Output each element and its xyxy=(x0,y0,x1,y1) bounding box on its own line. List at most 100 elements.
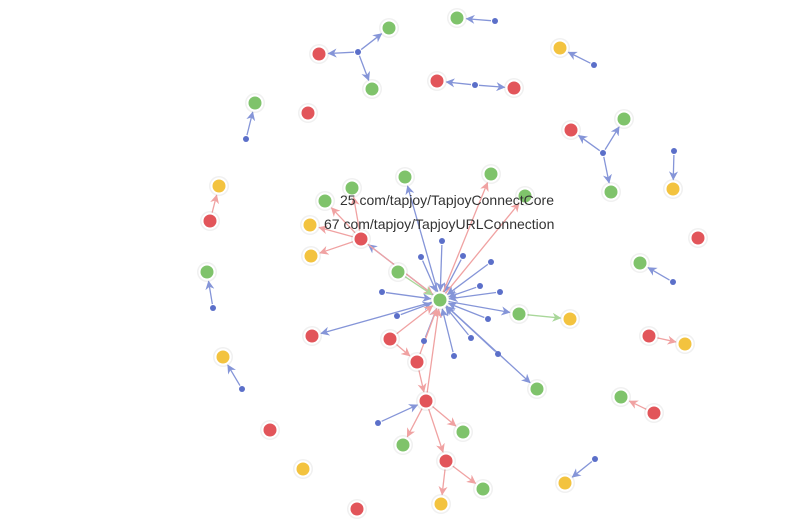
graph-node[interactable] xyxy=(482,165,500,183)
graph-node-small[interactable] xyxy=(477,283,483,289)
graph-node-small[interactable] xyxy=(592,456,598,462)
graph-edge xyxy=(246,111,256,136)
graph-node-small[interactable] xyxy=(495,351,501,357)
graph-node-small[interactable] xyxy=(670,279,676,285)
graph-node-small[interactable] xyxy=(210,305,216,311)
graph-node-small[interactable] xyxy=(485,316,491,322)
graph-node-hub[interactable] xyxy=(431,291,449,309)
graph-node[interactable] xyxy=(551,39,569,57)
graph-node-small[interactable] xyxy=(439,238,445,244)
graph-node-small[interactable] xyxy=(492,18,498,24)
graph-node[interactable] xyxy=(316,192,334,210)
graph-node[interactable] xyxy=(294,460,312,478)
graph-node[interactable] xyxy=(348,500,366,518)
graph-node-small[interactable] xyxy=(468,335,474,341)
graph-node-small[interactable] xyxy=(421,338,427,344)
graph-node-small[interactable] xyxy=(600,150,606,156)
graph-edge xyxy=(318,225,353,238)
graph-node[interactable] xyxy=(602,183,620,201)
graph-node[interactable] xyxy=(615,110,633,128)
graph-node[interactable] xyxy=(516,187,534,205)
graph-edge xyxy=(567,51,591,64)
graph-edge xyxy=(432,405,457,427)
graph-node[interactable] xyxy=(303,327,321,345)
graph-node[interactable] xyxy=(640,327,658,345)
graph-node[interactable] xyxy=(363,80,381,98)
graph-node[interactable] xyxy=(198,263,216,281)
node-label-tapjoy-connect-core: 25 com/tapjoy/TapjoyConnectCore xyxy=(340,192,554,208)
graph-node[interactable] xyxy=(302,247,320,265)
graph-node[interactable] xyxy=(689,229,707,247)
graph-edge xyxy=(657,335,677,345)
graph-edge xyxy=(465,14,492,24)
graph-edge xyxy=(446,263,489,295)
graph-edge xyxy=(404,276,433,296)
graph-edge xyxy=(360,33,383,51)
graph-node-small[interactable] xyxy=(394,313,400,319)
graph-node[interactable] xyxy=(428,72,446,90)
graph-node[interactable] xyxy=(556,474,574,492)
graph-node[interactable] xyxy=(246,94,264,112)
graph-edge xyxy=(205,280,215,305)
graph-node-small[interactable] xyxy=(472,82,478,88)
graph-node-small[interactable] xyxy=(375,420,381,426)
graph-node[interactable] xyxy=(432,495,450,513)
graph-node[interactable] xyxy=(612,388,630,406)
graph-edge xyxy=(210,194,220,213)
labels-layer: 25 com/tapjoy/TapjoyConnectCore 67 com/t… xyxy=(324,192,554,232)
graph-node[interactable] xyxy=(562,121,580,139)
graph-node[interactable] xyxy=(301,216,319,234)
graph-node[interactable] xyxy=(454,423,472,441)
graph-node-small[interactable] xyxy=(239,386,245,392)
graph-node[interactable] xyxy=(210,177,228,195)
graph-node[interactable] xyxy=(201,212,219,230)
graph-node[interactable] xyxy=(381,330,399,348)
graph-node-small[interactable] xyxy=(591,62,597,68)
graph-edge xyxy=(428,408,445,453)
graph-node[interactable] xyxy=(631,254,649,272)
graph-node[interactable] xyxy=(394,436,412,454)
graph-node[interactable] xyxy=(561,310,579,328)
graph-node-small[interactable] xyxy=(488,259,494,265)
graph-node[interactable] xyxy=(214,348,232,366)
graph-edge xyxy=(647,267,670,281)
graph-node-small[interactable] xyxy=(671,148,677,154)
graph-edge xyxy=(478,82,506,92)
graph-edge xyxy=(319,241,354,255)
graph-node[interactable] xyxy=(396,168,414,186)
nodes-layer xyxy=(197,8,708,519)
graph-node-small[interactable] xyxy=(379,289,385,295)
graph-node[interactable] xyxy=(448,9,466,27)
graph-node[interactable] xyxy=(505,79,523,97)
graph-node-small[interactable] xyxy=(497,289,503,295)
graph-node-small[interactable] xyxy=(355,49,361,55)
graph-node[interactable] xyxy=(343,179,361,197)
graph-node[interactable] xyxy=(299,104,317,122)
graph-node[interactable] xyxy=(528,380,546,398)
graph-node[interactable] xyxy=(474,480,492,498)
graph-node-small[interactable] xyxy=(451,353,457,359)
graph-edge xyxy=(385,291,432,303)
graph-node-small[interactable] xyxy=(460,253,466,259)
graph-node[interactable] xyxy=(664,180,682,198)
graph-node[interactable] xyxy=(510,305,528,323)
graph-edge xyxy=(426,308,443,393)
graph-node[interactable] xyxy=(261,421,279,439)
graph-node[interactable] xyxy=(417,392,435,410)
graph-edge xyxy=(445,306,469,336)
graph-node[interactable] xyxy=(380,19,398,37)
graph-edge xyxy=(422,260,438,293)
graph-node-small[interactable] xyxy=(243,136,249,142)
graph-edge xyxy=(628,400,647,410)
graph-node[interactable] xyxy=(437,452,455,470)
graph-node[interactable] xyxy=(352,230,370,248)
graph-node[interactable] xyxy=(310,45,328,63)
graph-edge xyxy=(444,202,520,294)
graph-node[interactable] xyxy=(676,335,694,353)
graph-node[interactable] xyxy=(645,404,663,422)
graph-edge xyxy=(417,370,427,393)
graph-node-small[interactable] xyxy=(418,254,424,260)
graph-node[interactable] xyxy=(389,263,407,281)
graph-node[interactable] xyxy=(408,353,426,371)
